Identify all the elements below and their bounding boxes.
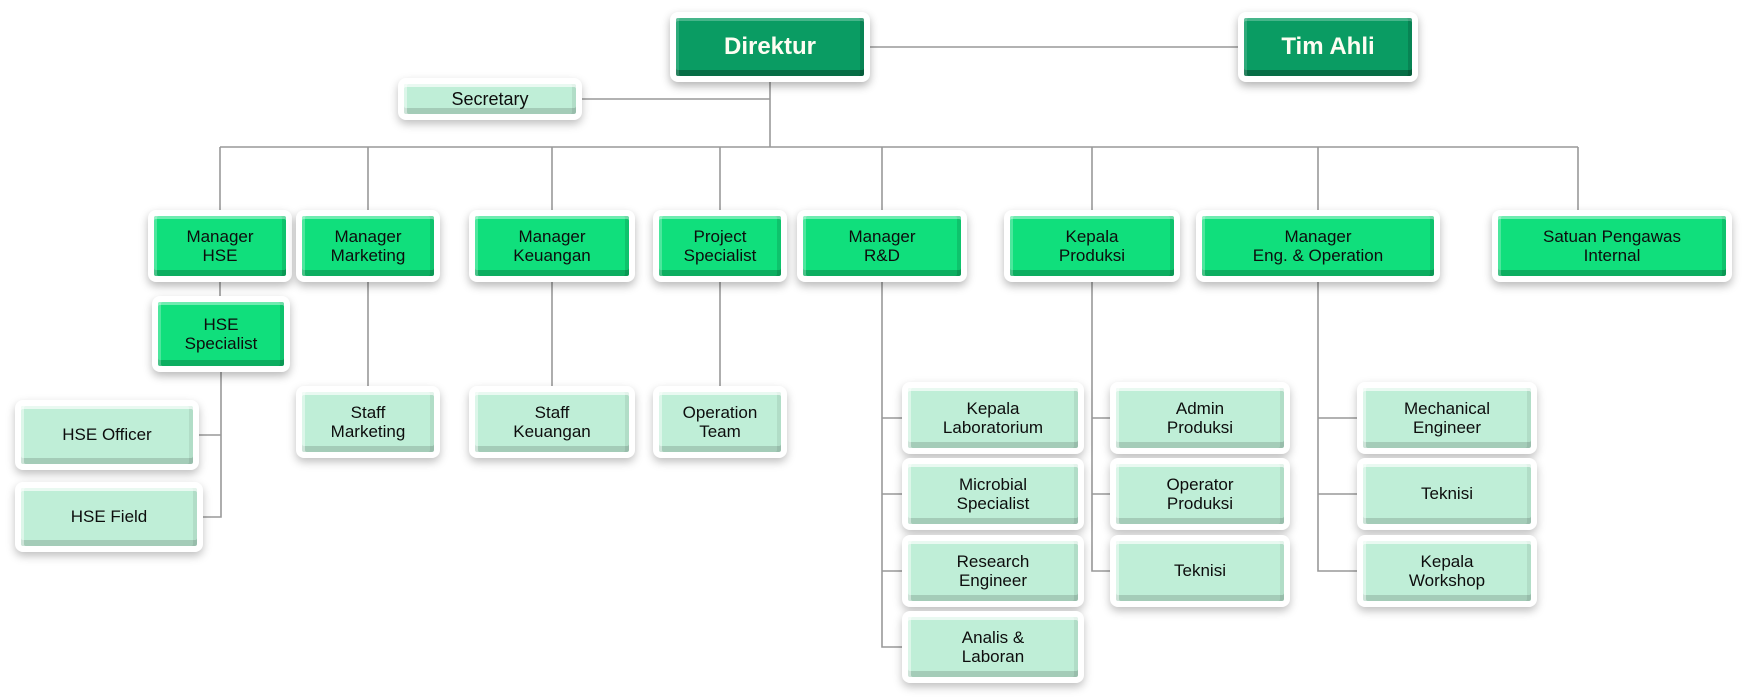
node-microbial-specialist: Microbial Specialist bbox=[902, 458, 1084, 530]
node-kepala-workshop: Kepala Workshop bbox=[1357, 535, 1537, 607]
node-operator-produksi: Operator Produksi bbox=[1110, 458, 1290, 530]
node-direktur: Direktur bbox=[670, 12, 870, 82]
node-teknisi-eng: Teknisi bbox=[1357, 458, 1537, 530]
node-admin-produksi: Admin Produksi bbox=[1110, 382, 1290, 454]
node-staff-keuangan: Staff Keuangan bbox=[469, 386, 635, 458]
node-hse-officer: HSE Officer bbox=[15, 400, 199, 470]
node-satuan-pengawas-internal: Satuan Pengawas Internal bbox=[1492, 210, 1732, 282]
node-project-specialist: Project Specialist bbox=[653, 210, 787, 282]
node-manager-keuangan: Manager Keuangan bbox=[469, 210, 635, 282]
node-secretary: Secretary bbox=[398, 78, 582, 120]
connector-hse-branch bbox=[199, 282, 222, 518]
node-research-engineer: Research Engineer bbox=[902, 535, 1084, 607]
node-operation-team: Operation Team bbox=[653, 386, 787, 458]
node-manager-eng-operation: Manager Eng. & Operation bbox=[1196, 210, 1440, 282]
connector-manager-drops bbox=[219, 147, 1579, 210]
node-manager-rnd: Manager R&D bbox=[797, 210, 967, 282]
node-staff-marketing: Staff Marketing bbox=[296, 386, 440, 458]
node-manager-hse: Manager HSE bbox=[148, 210, 292, 282]
node-manager-marketing: Manager Marketing bbox=[296, 210, 440, 282]
node-mechanical-engineer: Mechanical Engineer bbox=[1357, 382, 1537, 454]
node-tim-ahli: Tim Ahli bbox=[1238, 12, 1418, 82]
node-hse-specialist: HSE Specialist bbox=[152, 296, 290, 372]
node-hse-field: HSE Field bbox=[15, 482, 203, 552]
connector-rnd-branch bbox=[881, 282, 902, 648]
node-kepala-produksi: Kepala Produksi bbox=[1004, 210, 1180, 282]
connector-staff-drops bbox=[367, 282, 721, 386]
node-analis-laboran: Analis & Laboran bbox=[902, 611, 1084, 683]
node-kepala-laboratorium: Kepala Laboratorium bbox=[902, 382, 1084, 454]
node-teknisi-produksi: Teknisi bbox=[1110, 535, 1290, 607]
connector-produksi-branch bbox=[1091, 282, 1110, 572]
connector-eng-branch bbox=[1317, 282, 1357, 572]
